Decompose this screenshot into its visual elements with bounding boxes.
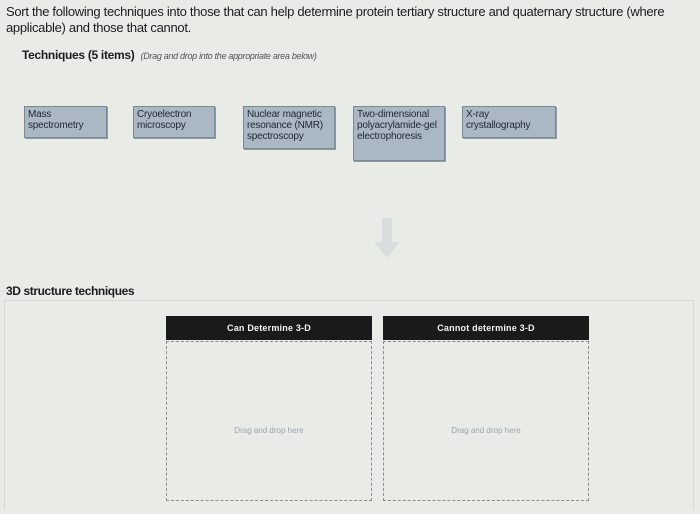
technique-chip-xray-crystallography[interactable]: X-ray crystallography	[462, 106, 556, 138]
section-label: 3D structure techniques	[6, 284, 135, 298]
technique-chip-2d-page[interactable]: Two-dimensional polyacrylamide-gel elect…	[353, 106, 445, 161]
techniques-source-area: Mass spectrometry Cryoelectron microscop…	[10, 100, 688, 275]
down-arrow-icon	[374, 218, 400, 258]
drop-zone-cannot-determine[interactable]	[383, 341, 589, 501]
target-header-cannot-determine: Cannot determine 3-D	[383, 316, 589, 340]
target-header-can-determine: Can Determine 3-D	[166, 316, 372, 340]
drag-hint: (Drag and drop into the appropriate area…	[140, 51, 317, 61]
technique-chip-cryoelectron-microscopy[interactable]: Cryoelectron microscopy	[133, 106, 215, 138]
drop-zone-can-determine[interactable]	[166, 341, 372, 501]
drop-hint-cannot-determine: Drag and drop here	[451, 426, 521, 435]
targets-panel	[4, 300, 694, 510]
technique-chip-mass-spectrometry[interactable]: Mass spectrometry	[24, 106, 107, 138]
technique-chip-nmr-spectroscopy[interactable]: Nuclear magnetic resonance (NMR) spectro…	[243, 106, 335, 149]
drop-hint-can-determine: Drag and drop here	[234, 426, 304, 435]
techniques-count-label: Techniques (5 items)	[22, 48, 135, 62]
instructions: Sort the following techniques into those…	[6, 4, 665, 35]
techniques-header: Techniques (5 items) (Drag and drop into…	[22, 48, 317, 62]
